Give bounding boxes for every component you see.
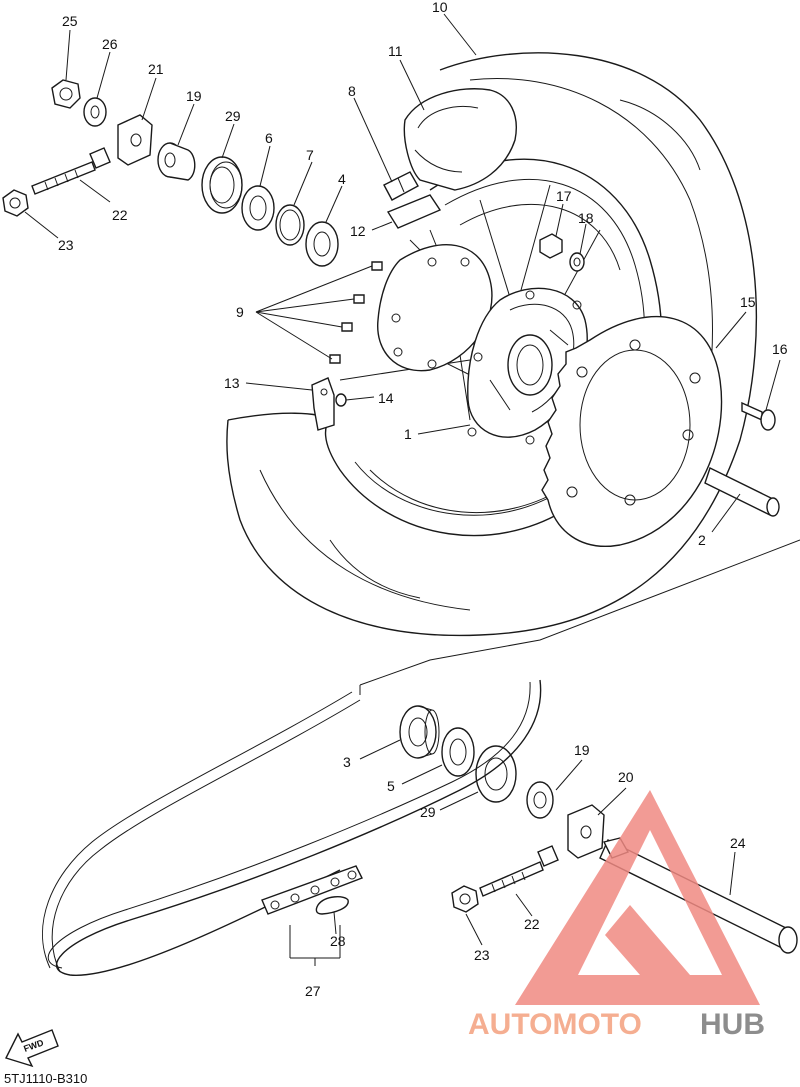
inner-tube [403, 88, 517, 191]
callout-27: 27 [305, 983, 321, 999]
watermark-text-hub: HUB [700, 1008, 765, 1041]
sprocket-bolt [741, 401, 776, 431]
callout-5: 5 [387, 778, 395, 794]
callout-2: 2 [698, 532, 706, 548]
chain-puller-left [117, 114, 153, 166]
callout-4: 4 [338, 171, 346, 187]
callout-19-upper: 19 [186, 88, 202, 104]
callout-18: 18 [578, 210, 594, 226]
tire [226, 52, 758, 637]
callout-22-upper: 22 [112, 207, 128, 223]
wheel-collar-left [157, 142, 196, 181]
callout-24: 24 [730, 835, 746, 851]
callout-19-lower: 19 [574, 742, 590, 758]
adjusting-nut-right [451, 885, 479, 913]
bearing-left-6 [241, 185, 275, 231]
axle-nut [51, 79, 81, 109]
circlip [275, 204, 305, 246]
callout-8: 8 [348, 83, 356, 99]
callout-14: 14 [378, 390, 394, 406]
valve [383, 171, 419, 201]
callout-25: 25 [62, 13, 78, 29]
callout-26: 26 [102, 36, 118, 52]
collar [704, 467, 780, 517]
diagram-code: 5TJ1110-B310 [4, 1071, 88, 1086]
axle-washer [83, 97, 107, 127]
callout-16: 16 [772, 341, 788, 357]
rim-band [386, 194, 442, 229]
chain-joint [261, 865, 363, 915]
callout-21: 21 [148, 61, 164, 77]
callout-22-lower: 22 [524, 916, 540, 932]
drive-chain [42, 679, 542, 976]
lower-group-outline [359, 539, 800, 695]
callout-15: 15 [740, 294, 756, 310]
tube-guard [311, 377, 335, 431]
callout-9: 9 [236, 304, 244, 320]
callout-29-lower: 29 [420, 804, 436, 820]
bearing-left-4 [305, 221, 339, 267]
callout-6: 6 [265, 130, 273, 146]
guard-nut [335, 393, 347, 407]
spoke-nipples [329, 261, 383, 364]
hub-flange [377, 244, 493, 372]
oil-seal-left [201, 156, 243, 214]
callout-23-lower: 23 [474, 947, 490, 963]
chain-clip [315, 896, 349, 915]
wheel-collar-lower [526, 781, 554, 819]
callout-10: 10 [432, 0, 448, 15]
lock-washer [569, 252, 585, 272]
sprocket [541, 315, 723, 547]
callout-29-upper: 29 [225, 108, 241, 124]
watermark-triangle-icon [515, 790, 760, 1005]
callout-17: 17 [556, 188, 572, 204]
callout-11: 11 [388, 43, 403, 59]
forward-arrow-icon: FWD [5, 1029, 59, 1068]
spacer-lower [441, 727, 475, 777]
callout-1: 1 [404, 426, 412, 442]
sprocket-nut [539, 233, 563, 259]
adjusting-bolt-right [479, 845, 559, 897]
watermark-text-main: AUTOMOTO [468, 1008, 642, 1041]
leader-lines [24, 13, 781, 946]
callout-28: 28 [330, 933, 346, 949]
adjusting-bolt-left [31, 147, 111, 195]
callout-13: 13 [224, 375, 240, 391]
callout-20: 20 [618, 769, 634, 785]
bearing-lower-3 [399, 705, 440, 759]
callout-3: 3 [343, 754, 351, 770]
adjusting-nut-left [2, 189, 29, 217]
callout-labels: 1 2 3 4 5 6 7 8 9 10 11 12 13 14 15 16 1… [58, 0, 788, 999]
chain-bracket-27 [289, 925, 341, 966]
watermark-logo: AUTOMOTO HUB [468, 790, 765, 1041]
callout-12: 12 [350, 223, 366, 239]
callout-23-upper: 23 [58, 237, 74, 253]
callout-7: 7 [306, 147, 314, 163]
chain-puller-right [567, 804, 605, 859]
